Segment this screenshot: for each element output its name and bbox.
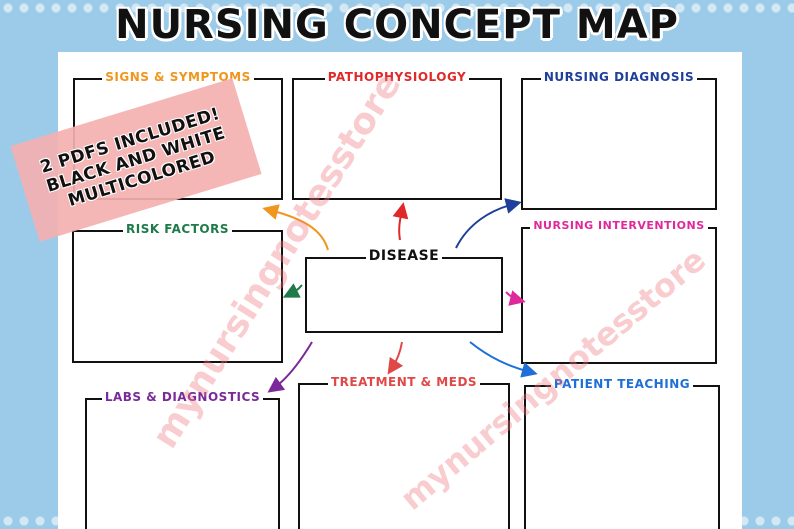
lace-border-top xyxy=(0,0,794,16)
arrow-to-patient-teaching xyxy=(469,341,538,378)
risk-factors-label: RISK FACTORS xyxy=(122,222,232,236)
page-title: NURSING CONCEPT MAP xyxy=(115,2,679,48)
signs-symptoms-label: SIGNS & SYMPTOMS xyxy=(102,70,254,84)
nursing-interventions-label: NURSING INTERVENTIONS xyxy=(530,219,708,232)
treatment-meds-box: TREATMENT & MEDS xyxy=(298,375,510,529)
arrow-to-pathophysiology xyxy=(392,202,409,241)
disease-label: DISEASE xyxy=(365,248,443,264)
nursing-diagnosis-label: NURSING DIAGNOSIS xyxy=(540,70,698,84)
treatment-meds-label: TREATMENT & MEDS xyxy=(327,375,481,389)
pathophysiology-label: PATHOPHYSIOLOGY xyxy=(324,70,470,84)
arrow-to-risk-factors xyxy=(282,283,303,298)
labs-diagnostics-box: LABS & DIAGNOSTICS xyxy=(85,390,280,529)
arrow-to-signs-symptoms xyxy=(262,204,329,251)
pathophysiology-box: PATHOPHYSIOLOGY xyxy=(292,70,502,200)
nursing-interventions-box: NURSING INTERVENTIONS xyxy=(521,219,717,364)
risk-factors-box: RISK FACTORS xyxy=(72,222,283,363)
labs-diagnostics-label: LABS & DIAGNOSTICS xyxy=(101,390,264,404)
nursing-diagnosis-box: NURSING DIAGNOSIS xyxy=(521,70,717,210)
arrow-to-treatment-meds xyxy=(387,341,404,375)
patient-teaching-box: PATIENT TEACHING xyxy=(524,377,720,529)
arrow-to-labs-diagnostics xyxy=(267,341,313,393)
arrow-to-nursing-interventions xyxy=(505,290,526,306)
arrow-to-nursing-diagnosis xyxy=(455,198,522,249)
disease-box: DISEASE xyxy=(305,248,503,333)
patient-teaching-label: PATIENT TEACHING xyxy=(550,377,694,391)
